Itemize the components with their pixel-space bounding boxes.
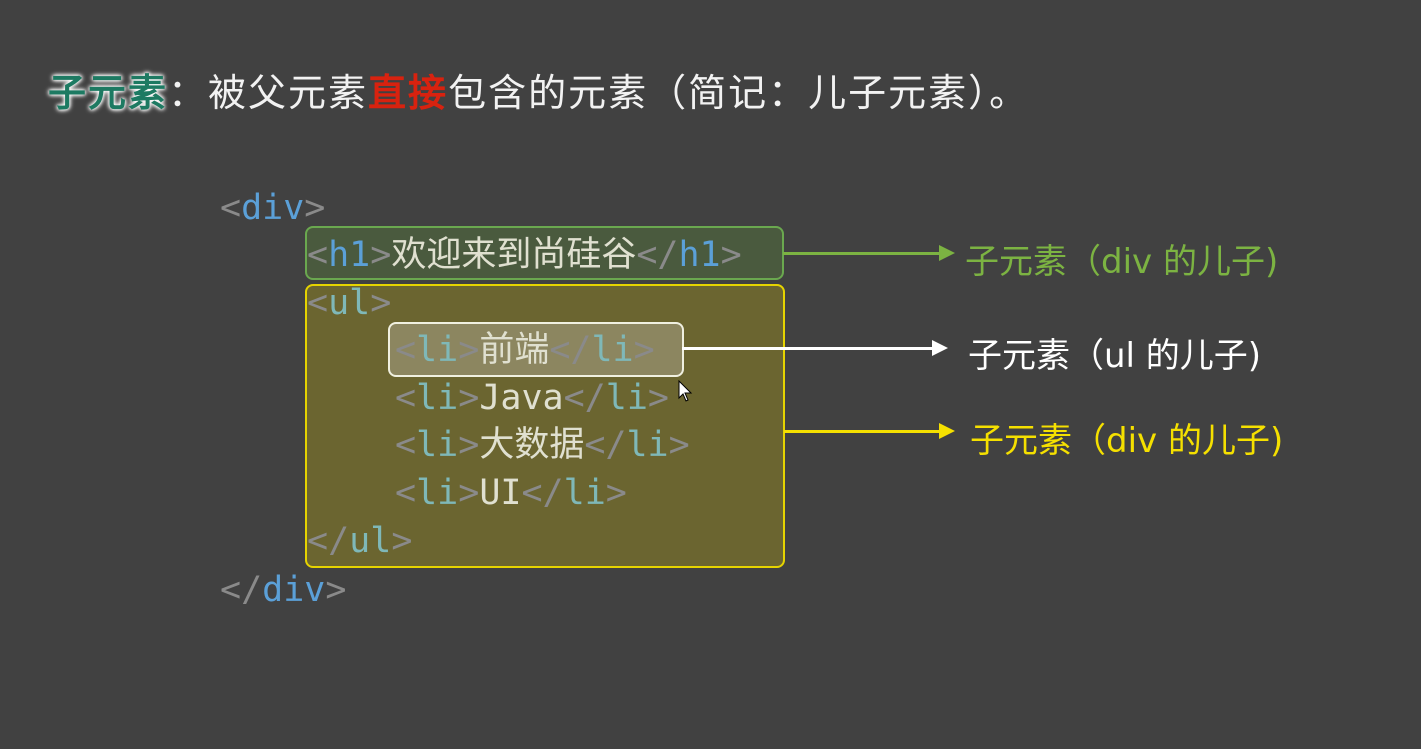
arrow-yellow (784, 423, 955, 439)
title-emphasis: 直接 (368, 71, 449, 115)
code-ul-close: </ul> (307, 521, 413, 561)
code-li-4: <li>UI</li> (395, 473, 627, 513)
code-h1: <h1>欢迎来到尚硅谷</h1> (307, 235, 742, 275)
slide-title: 子元素：被父元素直接包含的元素（简记：儿子元素）。 (48, 62, 1029, 117)
code-li-3: <li>大数据</li> (395, 425, 690, 465)
label-ul-child: 子元素（div 的儿子) (970, 421, 1284, 461)
code-ul-open: <ul> (307, 283, 392, 323)
arrow-white (682, 340, 948, 356)
code-div-close: </div> (220, 570, 347, 610)
code-li-2: <li>Java</li> (395, 378, 669, 418)
h1-highlight (305, 226, 784, 280)
code-li-1: <li>前端</li> (395, 330, 655, 370)
label-li-child: 子元素（ul 的儿子) (968, 336, 1262, 376)
title-term: 子元素 (48, 71, 169, 115)
code-div-open: <div> (220, 188, 326, 228)
mouse-cursor-icon (678, 380, 693, 402)
title-text-2: 包含的元素（简记：儿子元素）。 (448, 71, 1030, 115)
li-highlight (388, 322, 684, 377)
label-h1-child: 子元素（div 的儿子) (965, 242, 1279, 282)
title-colon: ： (168, 71, 209, 115)
arrow-green (783, 245, 955, 261)
title-text-1: 被父元素 (208, 71, 369, 115)
